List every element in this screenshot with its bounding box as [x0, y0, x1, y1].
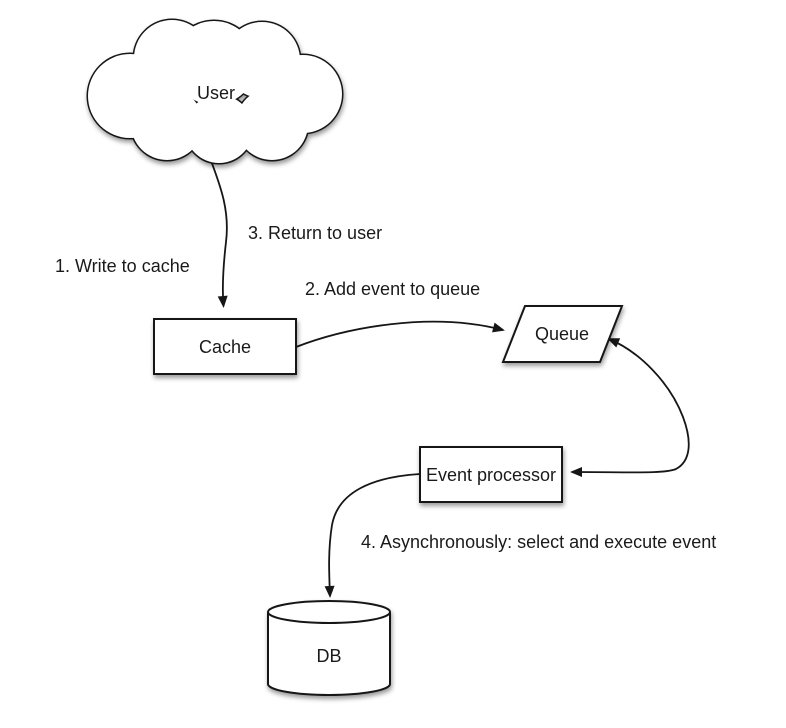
edge-cache-to-queue	[295, 320, 505, 348]
cache-box	[153, 318, 297, 375]
queue-parallelogram	[501, 305, 624, 363]
db-node: DB	[267, 600, 391, 696]
user-label: User	[197, 83, 235, 103]
edge-user-to-cache	[209, 157, 228, 308]
step-3-label: 3. Return to user	[248, 223, 383, 243]
cache-node: Cache	[153, 318, 297, 375]
user-cloud-shape: User	[86, 18, 344, 165]
event-processor-label: Event processor	[426, 465, 556, 485]
db-cylinder-top	[267, 600, 391, 624]
queue-label: Queue	[535, 324, 589, 344]
db-cylinder-body	[267, 612, 391, 696]
edge-queue-event-processor	[570, 338, 690, 478]
queue-node: Queue	[501, 305, 624, 363]
event-processor-node: Event processor	[419, 446, 563, 503]
step-2-label: 2. Add event to queue	[305, 279, 481, 299]
user-cloud-fill	[88, 20, 342, 163]
step-4-label: 4. Asynchronously: select and execute ev…	[361, 532, 717, 552]
step-1-label: 1. Write to cache	[55, 256, 190, 276]
event-processor-box	[419, 446, 563, 503]
cache-label: Cache	[199, 337, 251, 357]
edge-event-processor-to-db	[324, 473, 421, 598]
db-label: DB	[316, 646, 341, 666]
